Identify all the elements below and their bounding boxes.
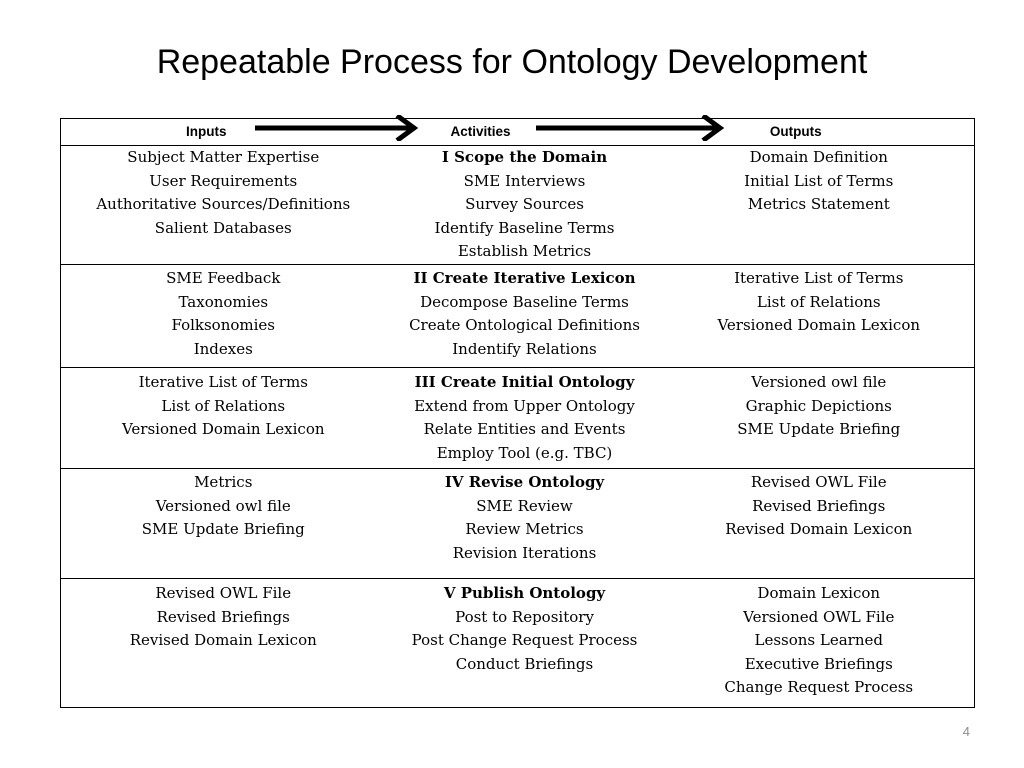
- list-item: Versioned owl file: [155, 496, 291, 515]
- table-row: Metrics Versioned owl file SME Update Br…: [60, 467, 975, 579]
- list-item: Indentify Relations: [452, 339, 597, 358]
- list-item: SME Feedback: [166, 268, 281, 287]
- list-item: SME Interviews: [463, 171, 586, 190]
- list-item: Iterative List of Terms: [734, 268, 904, 287]
- list-item: Versioned Domain Lexicon: [121, 420, 325, 439]
- list-item: List of Relations: [756, 292, 881, 311]
- list-item: Versioned owl file: [751, 372, 887, 391]
- list-item: Folksonomies: [171, 316, 276, 335]
- arrow-right-icon: [536, 115, 725, 141]
- activities-cell: IV Revise Ontology SME Review Review Met…: [385, 467, 664, 579]
- list-item: SME Update Briefing: [141, 520, 305, 539]
- list-item: Taxonomies: [178, 292, 269, 311]
- list-item: Establish Metrics: [457, 242, 592, 261]
- list-item: Salient Databases: [154, 218, 292, 237]
- list-item: Versioned OWL File: [743, 607, 895, 626]
- table-row: SME Feedback Taxonomies Folksonomies Ind…: [60, 263, 975, 368]
- activity-title: I Scope the Domain: [441, 148, 608, 166]
- list-item: Decompose Baseline Terms: [420, 292, 629, 311]
- list-item: Revision Iterations: [452, 543, 597, 562]
- outputs-cell: Iterative List of Terms List of Relation…: [663, 263, 975, 368]
- list-item: Post to Repository: [455, 607, 594, 626]
- outputs-cell: Revised OWL File Revised Briefings Revis…: [663, 467, 975, 579]
- header-activities: Activities: [385, 118, 664, 146]
- list-item: Revised Domain Lexicon: [129, 631, 317, 650]
- activity-title: IV Revise Ontology: [444, 472, 605, 491]
- list-item: Revised OWL File: [750, 472, 887, 491]
- inputs-cell: SME Feedback Taxonomies Folksonomies Ind…: [60, 263, 386, 368]
- activity-title: V Publish Ontology: [443, 583, 606, 602]
- inputs-cell: Revised OWL File Revised Briefings Revis…: [60, 577, 386, 708]
- page-number: 4: [962, 724, 970, 739]
- table-header-row: Inputs Activities Outputs: [60, 118, 975, 146]
- list-item: Subject Matter Expertise: [127, 148, 320, 166]
- activities-cell: III Create Initial Ontology Extend from …: [385, 366, 664, 469]
- list-item: Employ Tool (e.g. TBC): [436, 443, 613, 462]
- list-item: Metrics Statement: [747, 195, 890, 214]
- list-item: User Requirements: [149, 171, 298, 190]
- list-item: Authoritative Sources/Definitions: [96, 195, 351, 214]
- list-item: Change Request Process: [724, 678, 914, 697]
- list-item: Domain Lexicon: [757, 583, 881, 602]
- slide-title: Repeatable Process for Ontology Developm…: [156, 43, 868, 81]
- activities-cell: V Publish Ontology Post to Repository Po…: [385, 577, 664, 708]
- list-item: Extend from Upper Ontology: [414, 396, 635, 415]
- list-item: Versioned Domain Lexicon: [717, 316, 921, 335]
- activity-title: III Create Initial Ontology: [414, 372, 635, 391]
- list-item: Revised Briefings: [752, 496, 886, 515]
- list-item: Revised Briefings: [156, 607, 290, 626]
- list-item: SME Update Briefing: [737, 420, 901, 439]
- list-item: Revised OWL File: [155, 583, 292, 602]
- process-table: Inputs Activities Outputs Subject Matter…: [60, 118, 975, 708]
- table-row: Revised OWL File Revised Briefings Revis…: [60, 577, 975, 708]
- table-row: Subject Matter Expertise User Requiremen…: [60, 145, 975, 265]
- outputs-cell: Versioned owl file Graphic Depictions SM…: [663, 366, 975, 469]
- list-item: Identify Baseline Terms: [434, 218, 615, 237]
- list-item: Survey Sources: [465, 195, 584, 214]
- list-item: Domain Definition: [749, 148, 888, 166]
- list-item: List of Relations: [161, 396, 286, 415]
- inputs-cell: Metrics Versioned owl file SME Update Br…: [60, 467, 386, 579]
- outputs-cell: Domain Definition Initial List of Terms …: [663, 145, 975, 265]
- list-item: Executive Briefings: [744, 654, 893, 673]
- list-item: Review Metrics: [465, 520, 584, 539]
- table-row: Iterative List of Terms List of Relation…: [60, 366, 975, 469]
- list-item: Conduct Briefings: [455, 654, 594, 673]
- arrow-right-icon: [255, 115, 419, 141]
- list-item: Post Change Request Process: [411, 631, 638, 650]
- header-inputs: Inputs: [60, 118, 386, 146]
- list-item: SME Review: [476, 496, 573, 515]
- list-item: Create Ontological Definitions: [409, 316, 640, 335]
- list-item: Lessons Learned: [754, 631, 883, 650]
- list-item: Relate Entities and Events: [423, 420, 626, 439]
- list-item: Indexes: [193, 339, 253, 358]
- list-item: Graphic Depictions: [745, 396, 892, 415]
- inputs-cell: Subject Matter Expertise User Requiremen…: [60, 145, 386, 265]
- list-item: Revised Domain Lexicon: [725, 520, 913, 539]
- activities-cell: I Scope the Domain SME Interviews Survey…: [385, 145, 664, 265]
- list-item: Initial List of Terms: [744, 171, 894, 190]
- inputs-cell: Iterative List of Terms List of Relation…: [60, 366, 386, 469]
- list-item: Iterative List of Terms: [138, 372, 308, 391]
- activities-cell: II Create Iterative Lexicon Decompose Ba…: [385, 263, 664, 368]
- activity-title: II Create Iterative Lexicon: [413, 268, 636, 287]
- list-item: Metrics: [194, 472, 253, 491]
- outputs-cell: Domain Lexicon Versioned OWL File Lesson…: [663, 577, 975, 708]
